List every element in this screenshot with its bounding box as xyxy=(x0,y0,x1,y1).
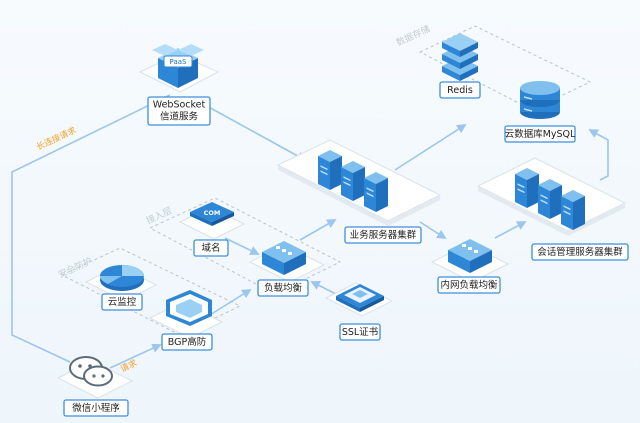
building-icon xyxy=(262,241,306,275)
mysql-label: 云数据库MySQL xyxy=(505,128,576,140)
edge-session-to-mysql xyxy=(588,129,609,181)
edge-lb-to-business xyxy=(299,219,337,241)
websocket-node: PaaS WebSocket 信道服务 xyxy=(138,44,220,126)
cloud-monitor-node: 云监控 xyxy=(84,265,158,311)
websocket-label-line2: 信道服务 xyxy=(160,111,199,123)
edge-business-to-innerlb xyxy=(419,221,447,240)
websocket-label-box xyxy=(147,96,211,126)
monitor-disc-icon xyxy=(100,265,144,291)
wechat-label-box xyxy=(63,399,129,417)
flow-lines xyxy=(11,94,609,369)
edge-domain-to-lb xyxy=(224,237,260,255)
wechat-label: 微信小程序 xyxy=(72,402,120,414)
database-icon xyxy=(520,81,560,119)
box-icon: PaaS xyxy=(152,44,204,88)
edge-innerlb-to-session xyxy=(494,221,527,239)
inner-lb-node: 内网负载均衡 xyxy=(430,239,510,294)
redis-label-box xyxy=(439,81,481,99)
server-icon xyxy=(318,150,342,190)
business-cluster-label: 业务服务器集群 xyxy=(350,229,417,241)
bgp-label-box xyxy=(161,333,213,351)
inner-lb-label-box xyxy=(437,276,501,294)
domain-node: COM 域名 xyxy=(178,202,246,257)
ssl-node: SSL证书 xyxy=(324,282,394,341)
edge-websocket-request xyxy=(11,94,171,363)
redis-stack-icon xyxy=(442,33,478,81)
server-icon xyxy=(538,179,562,219)
server-icon xyxy=(561,190,585,230)
inner-lb-label: 内网负载均衡 xyxy=(440,279,498,291)
session-cluster-node: 会话管理服务器集群 xyxy=(476,157,629,261)
paas-text: PaaS xyxy=(170,58,187,66)
server-icon xyxy=(515,168,539,208)
edge-business-to-storage xyxy=(394,123,467,171)
cloud-monitor-label: 云监控 xyxy=(108,296,137,308)
session-cluster-label: 会话管理服务器集群 xyxy=(537,246,623,258)
mysql-node: 云数据库MySQL xyxy=(504,81,576,143)
certificate-icon xyxy=(336,284,384,312)
edge-request xyxy=(109,343,162,369)
edge-bgp-to-lb xyxy=(204,288,252,319)
domain-card-icon: COM xyxy=(190,202,234,226)
ssl-label-box xyxy=(339,323,381,341)
wechat-node: 微信小程序 xyxy=(56,356,134,417)
server-icon xyxy=(364,172,388,212)
domain-icon-text: COM xyxy=(204,209,221,217)
domain-label: 域名 xyxy=(201,242,220,254)
bgp-label: BGP高防 xyxy=(168,336,207,348)
redis-label: Redis xyxy=(447,85,473,96)
shield-icon xyxy=(166,290,212,326)
building-icon xyxy=(448,239,492,273)
cloud-monitor-label-box xyxy=(101,293,143,311)
edge-websocket-to-business xyxy=(204,104,307,161)
wechat-icon xyxy=(69,356,113,387)
ssl-label: SSL证书 xyxy=(342,327,379,338)
domain-label-box xyxy=(193,239,229,257)
bgp-node: BGP高防 xyxy=(148,290,224,351)
session-cluster-label-box xyxy=(531,243,629,261)
server-icon xyxy=(341,161,365,201)
lb-label-box xyxy=(257,279,309,297)
lb-node: 负载均衡 xyxy=(248,241,326,297)
websocket-label-line1: WebSocket xyxy=(153,100,206,111)
redis-node: Redis xyxy=(439,33,481,99)
business-cluster-node: 业务服务器集群 xyxy=(276,139,442,244)
business-cluster-label-box xyxy=(344,226,422,244)
mysql-label-box xyxy=(504,125,576,143)
lb-label: 负载均衡 xyxy=(264,282,303,294)
